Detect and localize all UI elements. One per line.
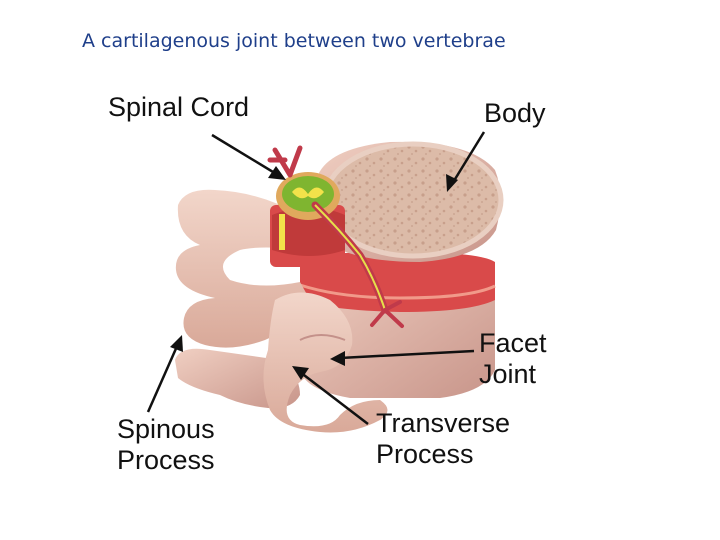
arrowhead-body	[446, 174, 458, 192]
label-facet-joint: Facet Joint	[479, 328, 547, 390]
label-spinal-cord-line-1: Spinal Cord	[108, 92, 250, 122]
arrowhead-spinal-cord	[268, 166, 286, 180]
arrow-body	[450, 131, 486, 185]
page-title: A cartilagenous joint between two verteb…	[82, 30, 506, 52]
pointer-arrows	[146, 131, 486, 425]
label-transverse-process-line-2: Process	[376, 439, 474, 470]
arrowhead-transverse-process	[292, 366, 309, 380]
arrow-facet-joint	[339, 349, 475, 360]
arrowhead-spinous-process	[170, 335, 183, 352]
label-spinous-process-line-2: Process	[117, 445, 215, 476]
arrow-transverse-process	[299, 371, 369, 425]
label-transverse-process: Transverse Process	[376, 408, 510, 470]
label-spinous-process-line-1: Spinous	[117, 414, 215, 444]
transverse-process-shape	[263, 292, 388, 433]
arrow-spinal-cord	[211, 133, 279, 177]
label-body: Body	[484, 98, 546, 129]
label-spinal-cord: Spinal Cord	[108, 92, 249, 123]
label-spinous-process: Spinous Process	[117, 414, 215, 476]
arrowhead-facet-joint	[330, 351, 345, 366]
arrow-spinous-process	[146, 343, 180, 413]
label-facet-joint-line-2: Joint	[479, 359, 537, 390]
label-facet-joint-line-1: Facet	[479, 328, 547, 358]
intervertebral-disc	[299, 251, 496, 312]
label-transverse-process-line-1: Transverse	[376, 408, 511, 438]
nerve-roots	[267, 145, 404, 328]
label-body-line-1: Body	[484, 98, 546, 128]
